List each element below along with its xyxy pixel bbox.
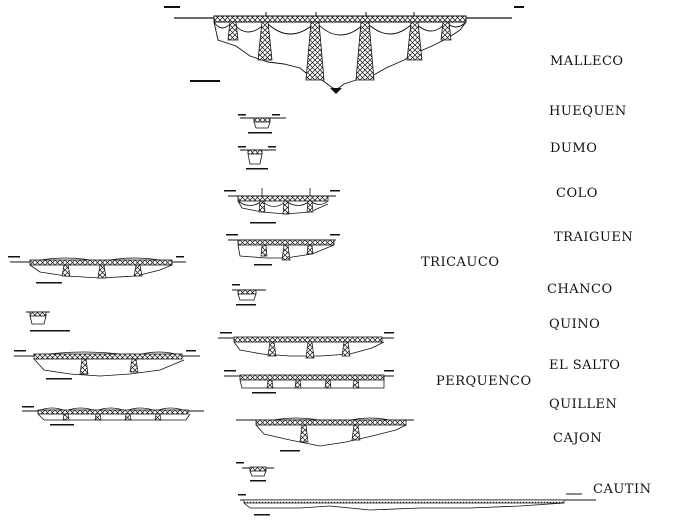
- label-cautin: CAUTIN: [593, 482, 652, 497]
- label-quino: QUINO: [549, 317, 601, 332]
- dumo-bridge-elevation: [238, 146, 276, 170]
- label-cajon: CAJON: [553, 431, 603, 446]
- label-quillen: QUILLEN: [549, 397, 618, 412]
- colo-bridge-elevation: [224, 188, 340, 224]
- chanco-bridge-elevation: [232, 284, 266, 306]
- multispan-bridge-left-elevation: [22, 406, 204, 426]
- quillen-bridge-elevation: [236, 417, 414, 452]
- label-dumo: DUMO: [550, 141, 598, 156]
- label-malleco: MALLECO: [550, 54, 624, 69]
- el-salto-bridge-elevation: [224, 370, 394, 394]
- label-traiguen: TRAIGUEN: [554, 230, 634, 245]
- label-chanco: CHANCO: [547, 282, 613, 297]
- label-perquenco: PERQUENCO: [436, 374, 532, 389]
- label-el-salto: EL SALTO: [549, 358, 621, 373]
- label-tricauco: TRICAUCO: [421, 255, 500, 270]
- quino-bridge-elevation: [218, 332, 394, 359]
- traiguen-bridge-elevation: [226, 234, 340, 266]
- tricauco-bridge-elevation: [8, 256, 186, 284]
- cajon-bridge-elevation: [236, 462, 274, 482]
- label-colo: COLO: [556, 186, 598, 201]
- huequen-bridge-elevation: [238, 114, 286, 134]
- cautin-bridge-elevation: [238, 493, 596, 516]
- small-bridge-left-elevation: [26, 311, 70, 332]
- perquenco-bridge-elevation: [14, 350, 200, 380]
- malleco-bridge-elevation: [164, 6, 524, 94]
- label-huequen: HUEQUEN: [549, 104, 627, 119]
